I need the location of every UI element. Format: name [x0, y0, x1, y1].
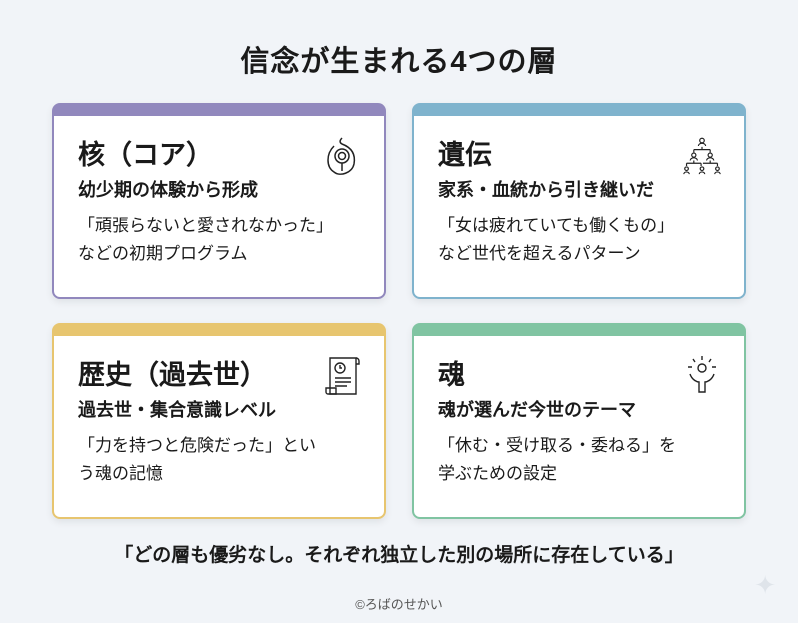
- card-body: 「女は疲れていても働くもの」など世代を超えるパターン: [438, 212, 720, 268]
- seed-icon: [327, 137, 356, 175]
- card-body-line: などの初期プログラム: [78, 244, 248, 263]
- card-body-line: 「休む・受け取る・委ねる」を: [438, 436, 676, 455]
- card-body: 「頑張らないと愛されなかった」などの初期プログラム: [78, 212, 360, 268]
- card-core: 核（コア） 幼少期の体験から形成 「頑張らないと愛されなかった」などの初期プログ…: [52, 103, 386, 299]
- sparkle-icon: ✦: [754, 570, 776, 600]
- card-heading: 遺伝: [438, 140, 492, 170]
- card-heading: 核（コア）: [78, 140, 213, 170]
- card-heading: 魂: [438, 360, 465, 390]
- card-body-line: 「力を持つと危険だった」とい: [78, 436, 316, 455]
- card-history: 歴史（過去世） 過去世・集合意識レベル 「力を持つと危険だった」という魂の記憶: [52, 323, 386, 519]
- card-body: 「力を持つと危険だった」という魂の記憶: [78, 432, 360, 488]
- copyright: ©ろばのせかい: [355, 597, 443, 612]
- card-body-line: 「女は疲れていても働くもの」: [438, 216, 675, 235]
- card-soul: 魂 魂が選んだ今世のテーマ 「休む・受け取る・委ねる」を学ぶための設定: [412, 323, 746, 519]
- card-body-line: う魂の記憶: [78, 464, 163, 483]
- radiant-person-icon: [688, 356, 716, 393]
- family-tree-icon: [683, 137, 721, 175]
- card-subtitle: 幼少期の体験から形成: [78, 180, 258, 200]
- card-heredity: 遺伝 家系・血統から引き継いだ 「女は疲れていても働くもの」など世代を超えるパタ…: [412, 103, 746, 299]
- card-body-line: 「頑張らないと愛されなかった」: [78, 216, 333, 235]
- card-subtitle: 家系・血統から引き継いだ: [438, 180, 654, 200]
- card-subtitle: 過去世・集合意識レベル: [78, 400, 276, 420]
- scroll-clock-icon: [325, 357, 360, 395]
- card-subtitle: 魂が選んだ今世のテーマ: [438, 400, 636, 420]
- card-heading: 歴史（過去世）: [78, 360, 267, 390]
- page-title: 信念が生まれる4つの層: [240, 46, 558, 78]
- card-body: 「休む・受け取る・委ねる」を学ぶための設定: [438, 432, 720, 488]
- closing-quote: 「どの層も優劣なし。それぞれ独立した別の場所に存在している」: [114, 545, 684, 566]
- card-body-line: 学ぶための設定: [438, 464, 557, 483]
- card-body-line: など世代を超えるパターン: [438, 244, 641, 263]
